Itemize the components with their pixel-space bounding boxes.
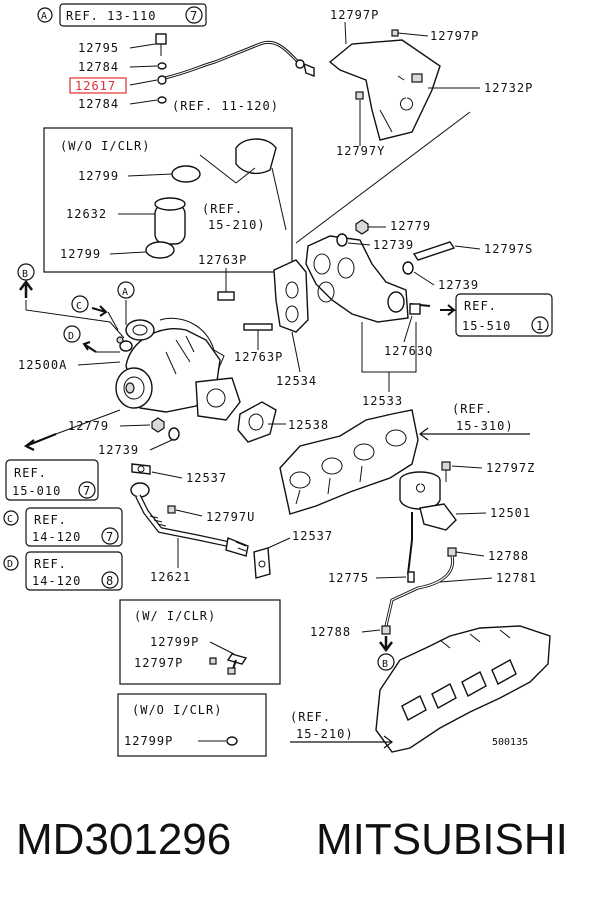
box3-title: (W/O I/CLR) bbox=[132, 703, 222, 717]
ref-14-120-c-l1: REF. bbox=[34, 513, 67, 527]
marker-d-label: D bbox=[68, 331, 74, 342]
ref-14-120-c-l2: 14-120 bbox=[32, 530, 81, 544]
intake-manifold bbox=[375, 625, 551, 753]
ref-15-510-box[interactable]: REF. 15-510 1 bbox=[409, 293, 553, 337]
label-12732p: 12732P bbox=[484, 81, 533, 95]
marker-c-circle-turbo[interactable]: C bbox=[71, 295, 119, 331]
label-12799-b: 12799 bbox=[60, 247, 101, 261]
gasket-12537-a bbox=[131, 463, 151, 475]
ref-14-120-d-l2: 14-120 bbox=[32, 574, 81, 588]
marker-a-circle-turbo[interactable]: A bbox=[117, 281, 135, 299]
box1-title: (W/O I/CLR) bbox=[60, 139, 150, 153]
footer-part-number: MD301296 bbox=[16, 815, 231, 864]
ref-14-120-d-l1: REF. bbox=[34, 557, 67, 571]
ref-11-120[interactable]: (REF. 11-120) bbox=[172, 99, 279, 113]
wo-iclr-box-2: (W/O I/CLR) bbox=[117, 693, 267, 757]
marker-a-label: A bbox=[41, 11, 47, 22]
turbocharger-12500a bbox=[115, 317, 241, 421]
label-12632: 12632 bbox=[66, 207, 107, 221]
marker-c-label-2: C bbox=[7, 514, 13, 525]
label-12799p-a: 12799P bbox=[150, 635, 199, 649]
label-12533: 12533 bbox=[362, 394, 403, 408]
label-12781: 12781 bbox=[496, 571, 537, 585]
ref-15-210-b-l2[interactable]: 15-210) bbox=[296, 727, 354, 741]
marker-d-circle-turbo[interactable]: D bbox=[63, 325, 120, 353]
label-12779-a: 12779 bbox=[390, 219, 431, 233]
ref-14-120-c-num: 7 bbox=[106, 530, 114, 544]
ref-15-010-l1: REF. bbox=[14, 466, 47, 480]
ref-15-210-a-l1: (REF. bbox=[202, 202, 243, 216]
label-12538: 12538 bbox=[288, 418, 329, 432]
marker-a-label-2: A bbox=[122, 287, 128, 298]
heat-shield bbox=[328, 39, 441, 141]
label-12739-c: 12739 bbox=[98, 443, 139, 457]
oil-return-pipe-12621 bbox=[130, 482, 249, 557]
exhaust-outlet-elbow bbox=[305, 235, 409, 323]
ref-14-120-d-box[interactable]: D REF. 14-120 8 bbox=[3, 551, 123, 591]
label-12797y: 12797Y bbox=[336, 144, 385, 158]
ref-15-210-a-l2: 15-210) bbox=[208, 218, 266, 232]
label-12534: 12534 bbox=[276, 374, 317, 388]
label-12739-a: 12739 bbox=[373, 238, 414, 252]
label-12779-b: 12779 bbox=[68, 419, 109, 433]
ref-14-120-c-box[interactable]: C REF. 14-120 7 bbox=[3, 507, 123, 547]
w-iclr-box: (W/ I/CLR) bbox=[119, 599, 281, 685]
highlight-box bbox=[69, 77, 127, 94]
label-12500a: 12500A bbox=[18, 358, 67, 372]
ref-15-510-l1: REF. bbox=[464, 299, 497, 313]
marker-b-circle-hose[interactable]: B bbox=[377, 653, 395, 671]
label-12797s: 12797S bbox=[484, 242, 533, 256]
label-12784-a: 12784 bbox=[78, 60, 119, 74]
ref-15-510-num: 1 bbox=[536, 319, 544, 333]
ref-13-110-text: REF. 13-110 bbox=[66, 9, 156, 23]
label-12788-b: 12788 bbox=[310, 625, 351, 639]
wastegate-actuator-12501 bbox=[399, 471, 457, 575]
label-12537-a: 12537 bbox=[186, 471, 227, 485]
ref-15-310-l1[interactable]: (REF. bbox=[452, 402, 493, 416]
box2-title: (W/ I/CLR) bbox=[134, 609, 216, 623]
gasket-12537-b bbox=[253, 547, 271, 579]
diagram-code: 500135 bbox=[492, 737, 528, 748]
label-12621: 12621 bbox=[150, 570, 191, 584]
oil-pipe-12617[interactable] bbox=[155, 33, 315, 104]
marker-b-label: B bbox=[22, 269, 28, 280]
label-12797p-c: 12797P bbox=[134, 656, 183, 670]
ref-15-210-b-l1[interactable]: (REF. bbox=[290, 710, 331, 724]
ref-15-010-l2: 15-010 bbox=[12, 484, 61, 498]
marker-c-label: C bbox=[76, 301, 82, 312]
label-12775: 12775 bbox=[328, 571, 369, 585]
label-12537-b: 12537 bbox=[292, 529, 333, 543]
label-12763p-a: 12763P bbox=[198, 253, 247, 267]
label-12501: 12501 bbox=[490, 506, 531, 520]
label-12797p-b: 12797P bbox=[430, 29, 479, 43]
label-12797p-a: 12797P bbox=[330, 8, 379, 22]
ref-13-110-num: 7 bbox=[190, 9, 198, 23]
ref-14-120-d-num: 8 bbox=[106, 574, 114, 588]
turbo-gasket-12534 bbox=[273, 259, 309, 333]
exhaust-manifold bbox=[279, 409, 419, 515]
footer-brand: MITSUBISHI bbox=[316, 815, 568, 864]
label-12763q: 12763Q bbox=[384, 344, 433, 358]
gasket-12538 bbox=[237, 401, 277, 443]
label-12799p-b: 12799P bbox=[124, 734, 173, 748]
wo-iclr-box-1: (W/O I/CLR) bbox=[43, 127, 293, 273]
label-12797z: 12797Z bbox=[486, 461, 535, 475]
ref-15-510-l2: 15-510 bbox=[462, 319, 511, 333]
label-12739-b: 12739 bbox=[438, 278, 479, 292]
ref-15-010-box[interactable]: REF. 15-010 7 bbox=[5, 459, 99, 501]
label-12763p-b: 12763P bbox=[234, 350, 283, 364]
label-12788-a: 12788 bbox=[488, 549, 529, 563]
marker-b-circle-left[interactable]: B bbox=[17, 263, 125, 339]
label-12799-a: 12799 bbox=[78, 169, 119, 183]
label-12795: 12795 bbox=[78, 41, 119, 55]
label-12617: 12617 bbox=[75, 79, 116, 93]
ref-13-110-box[interactable]: A REF. 13-110 7 bbox=[37, 3, 207, 27]
marker-b-label-2: B bbox=[382, 659, 388, 670]
label-12797u: 12797U bbox=[206, 510, 255, 524]
label-12784-b: 12784 bbox=[78, 97, 119, 111]
marker-d-label-2: D bbox=[7, 559, 13, 570]
ref-15-010-num: 7 bbox=[83, 484, 91, 498]
ref-15-310-l2[interactable]: 15-310) bbox=[456, 419, 514, 433]
